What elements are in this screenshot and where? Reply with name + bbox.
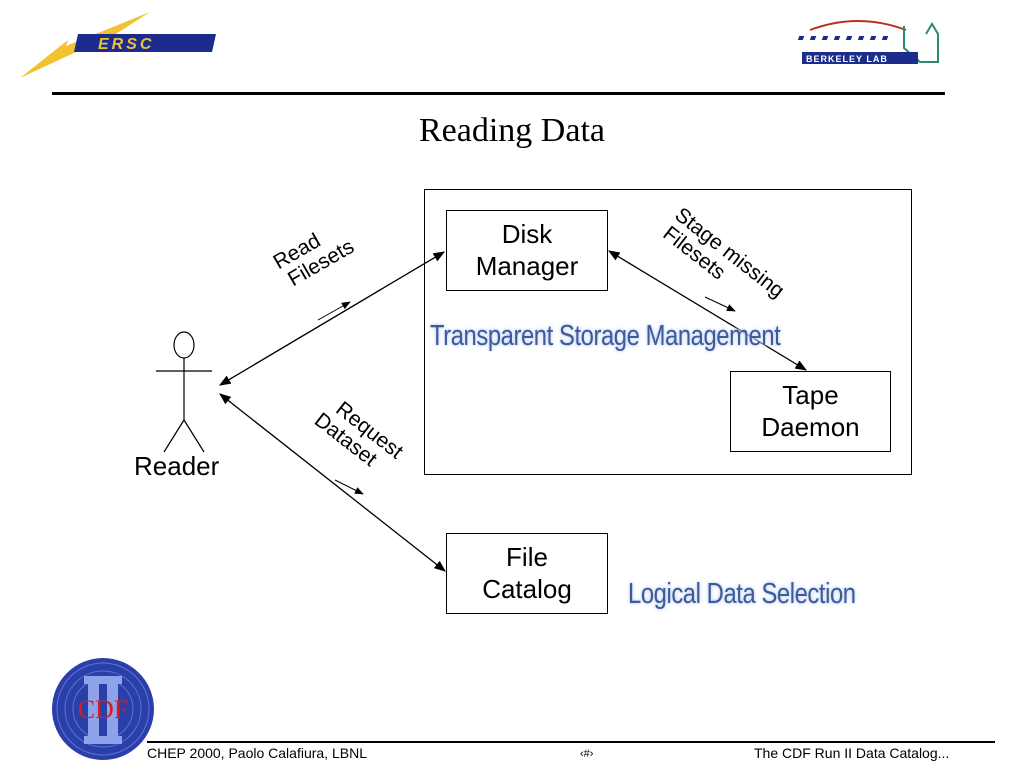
- berkeley-lab-logo-text: BERKELEY LAB: [806, 54, 888, 64]
- stage-filesets-arrow: [607, 250, 808, 371]
- tape-daemon-line1: Tape: [782, 380, 839, 411]
- footer-right: The CDF Run II Data Catalog...: [754, 745, 950, 761]
- disk-manager-line2: Manager: [475, 250, 579, 281]
- request-dataset-arrow: [219, 393, 446, 572]
- nersc-logo-text: ERSC: [98, 36, 154, 53]
- tape-daemon-line2: Daemon: [761, 411, 860, 442]
- logical-data-selection-label: Logical Data Selection: [628, 578, 856, 610]
- storage-management-region: [424, 189, 912, 475]
- header-rule: [52, 92, 945, 95]
- file-catalog-line2: Catalog: [482, 573, 572, 604]
- berkeley-lab-logo: BERKELEY LAB: [798, 20, 939, 64]
- footer-page-number: ‹#›: [580, 748, 594, 760]
- disk-manager-box: Disk Manager: [446, 210, 608, 291]
- read-direction-hint: [317, 301, 351, 321]
- reader-label: Reader: [134, 451, 220, 481]
- cdf-logo: CDF: [52, 658, 154, 760]
- request-direction-hint: [334, 479, 364, 495]
- file-catalog-line1: File: [506, 542, 548, 573]
- disk-manager-line1: Disk: [501, 219, 553, 250]
- reader-actor-icon: [156, 331, 212, 453]
- tape-daemon-box: Tape Daemon: [730, 371, 891, 452]
- page-title: Reading Data: [419, 112, 605, 149]
- transparent-storage-label: Transparent Storage Management: [430, 320, 781, 352]
- nersc-logo: ERSC: [20, 12, 216, 78]
- read-filesets-arrow: [218, 251, 446, 386]
- file-catalog-box: File Catalog: [446, 533, 608, 614]
- footer-rule: [147, 741, 995, 743]
- stage-direction-hint: [704, 296, 736, 312]
- footer-left: CHEP 2000, Paolo Calafiura, LBNL: [147, 745, 367, 761]
- cdf-logo-text: CDF: [78, 695, 129, 724]
